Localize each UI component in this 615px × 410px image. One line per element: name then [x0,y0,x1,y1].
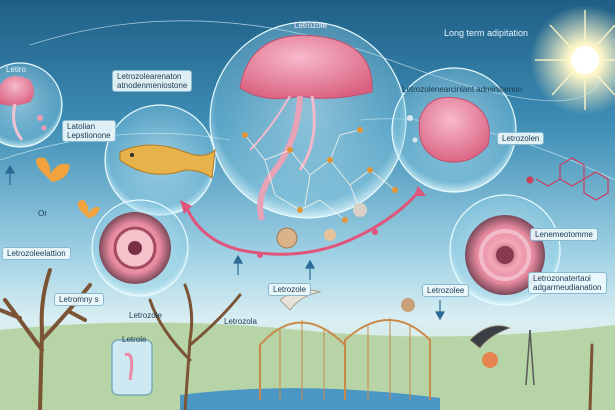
label-top-right: Long term adipitation [444,28,529,38]
label-left-mid: Latolian Lepstionone [62,120,116,142]
label-bottom-center-right: Letrozolee [422,284,470,297]
cell-icon [465,215,545,295]
label-bottom-left4: Letrozola [224,317,257,326]
jellyfish-icon [0,76,47,141]
brain-icon [407,96,490,163]
label-bottom-left1: Letromny s [54,293,104,306]
greenhouse-icon [259,318,431,400]
label-left-bar: Letrozoleelattion [2,247,71,260]
molecule-network [242,127,398,249]
label-right-box: Letrozolen [497,132,545,145]
cycle-arrow [180,186,426,258]
cell-icon [99,212,171,284]
tree-icon [0,268,594,410]
label-right-bar1: Lenemeotomme [530,228,598,241]
label-center-right: Letrozolenearcinlant adminitamon [402,85,523,94]
label-center-left-box: Letrozolearenaton atnodenmeniostone [112,70,193,92]
label-bottom-left3: Letrole [122,335,147,344]
label-top-center: Letrozole [294,21,327,30]
label-left-small: Or [38,209,47,218]
label-top-left: Letiro [6,65,27,74]
label-bottom-center: Letrozole [268,283,311,296]
fish-icon [119,144,216,179]
label-right-bar2: Letrozonatertaoi adgarmeudianation [528,272,607,294]
label-bottom-left2: Letrozole [129,311,162,320]
butterfly-icon [36,157,100,218]
molecule-icon [526,157,609,201]
sun-icon [530,5,615,115]
